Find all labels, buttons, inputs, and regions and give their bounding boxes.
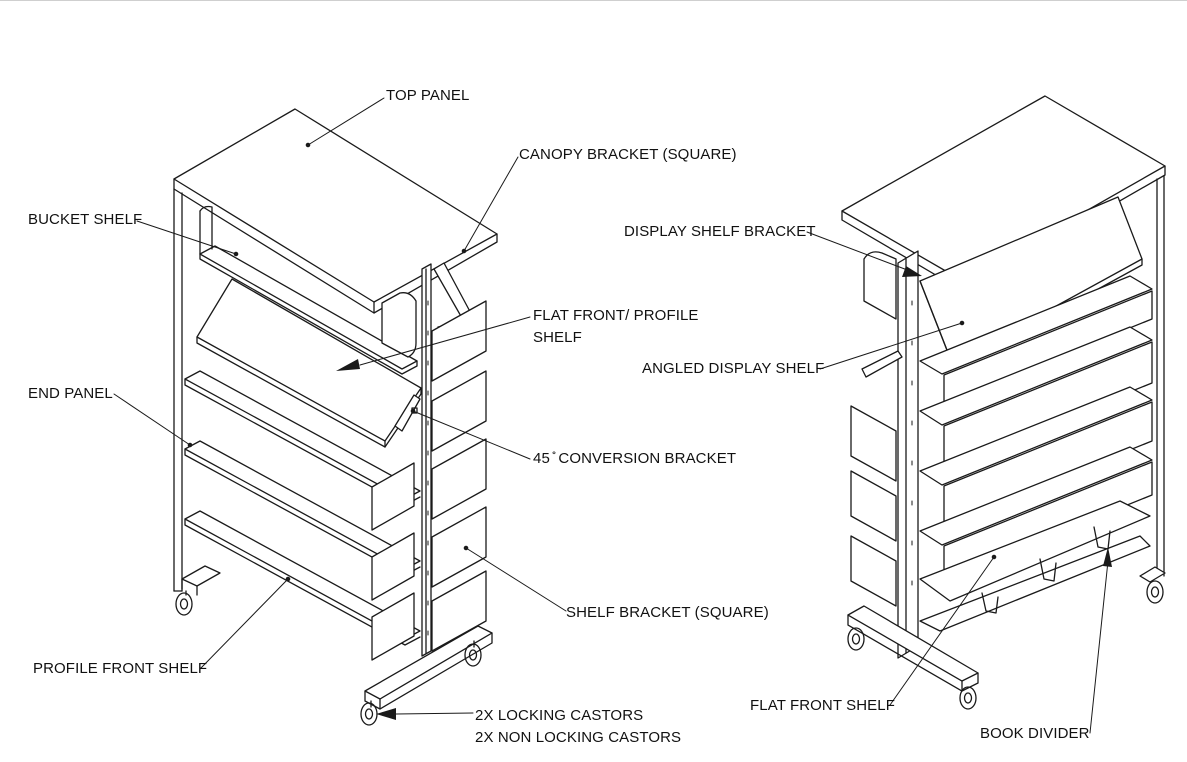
label-flat-front-shelf: FLAT FRONT SHELF <box>750 697 895 714</box>
label-shelf-bracket: SHELF BRACKET (SQUARE) <box>566 604 769 621</box>
label-end-panel: END PANEL <box>28 385 113 402</box>
left-shelving-unit <box>173 108 498 726</box>
right-castors <box>847 580 1164 710</box>
castor-front-left <box>360 700 378 726</box>
label-book-divider: BOOK DIVIDER <box>980 725 1090 742</box>
right-end-panel <box>1156 175 1165 577</box>
right-display-shelf-bracket <box>863 251 897 320</box>
label-bucket-shelf: BUCKET SHELF <box>28 211 143 228</box>
left-base <box>181 565 493 710</box>
castor-right-back <box>1146 580 1164 604</box>
label-angled-display-shelf: ANGLED DISPLAY SHELF <box>642 360 825 377</box>
label-profile-front-shelf: PROFILE FRONT SHELF <box>33 660 208 677</box>
label-non-locking-castors: 2X NON LOCKING CASTORS <box>475 729 682 746</box>
left-flat-front-profile-shelf <box>196 278 422 448</box>
castor-right-front <box>959 686 977 710</box>
left-end-panel <box>173 188 183 592</box>
label-flat-front-profile-line2: SHELF <box>533 329 582 346</box>
right-flat-shelves <box>919 275 1153 632</box>
label-top-panel: TOP PANEL <box>386 87 470 104</box>
right-side-fixture <box>861 350 903 378</box>
left-lower-shelves <box>184 370 421 646</box>
left-45-conversion-bracket <box>394 394 421 432</box>
label-45-conversion-bracket: 45 ̊ CONVERSION BRACKET <box>533 450 737 467</box>
label-locking-castors: 2X LOCKING CASTORS <box>475 707 644 724</box>
label-canopy-bracket: CANOPY BRACKET (SQUARE) <box>519 146 737 163</box>
left-shelf-brackets <box>431 300 487 652</box>
right-book-dividers <box>981 526 1111 614</box>
label-flat-front-profile-shelf: FLAT FRONT/ PROFILE SHELF <box>533 305 699 349</box>
label-display-shelf-bracket: DISPLAY SHELF BRACKET <box>624 223 816 240</box>
right-end-brackets <box>850 405 897 607</box>
leader-lines <box>113 97 1112 734</box>
castor-right-left <box>847 627 865 651</box>
left-bucket-shelf <box>199 205 418 375</box>
right-shelving-unit <box>841 95 1166 710</box>
right-base <box>847 566 1166 692</box>
left-front-upright <box>421 263 432 657</box>
left-top-panel <box>173 108 498 314</box>
label-flat-front-profile-line1: FLAT FRONT/ PROFILE <box>533 307 699 324</box>
castor-back-left <box>175 590 193 616</box>
castor-front-right <box>464 640 482 667</box>
right-front-upright <box>897 250 919 659</box>
label-castors: 2X LOCKING CASTORS 2X NON LOCKING CASTOR… <box>475 705 681 749</box>
left-profile-lips <box>371 462 415 661</box>
